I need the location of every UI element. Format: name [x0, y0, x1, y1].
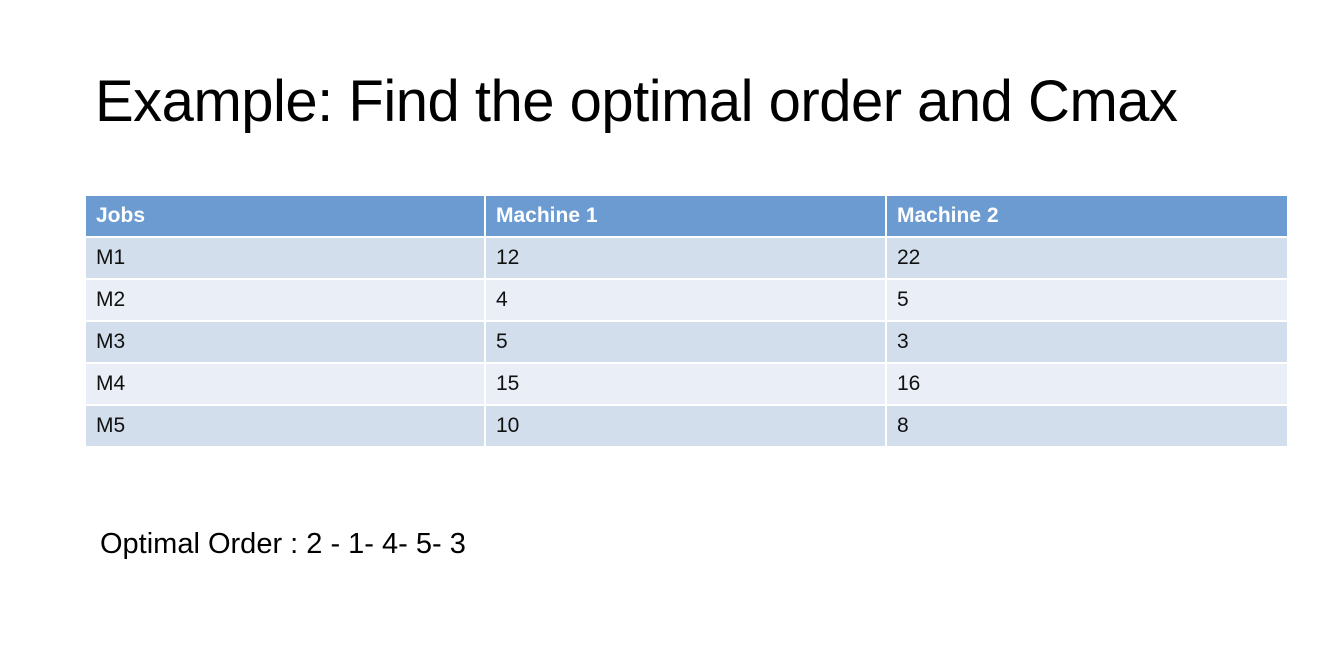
jobs-machines-table: Jobs Machine 1 Machine 2 M1 12 22 M2 4 5… [84, 194, 1289, 448]
machine-1-cell: 5 [484, 320, 887, 364]
job-cell: M4 [84, 362, 486, 406]
job-cell: M5 [84, 404, 486, 448]
machine-1-cell: 15 [484, 362, 887, 406]
optimal-order-text: Optimal Order : 2 - 1- 4- 5- 3 [100, 528, 466, 560]
table-row: M1 12 22 [84, 236, 1289, 280]
job-cell: M3 [84, 320, 486, 364]
machine-2-cell: 8 [885, 404, 1289, 448]
table-header-row: Jobs Machine 1 Machine 2 [84, 194, 1289, 238]
header-machine-1: Machine 1 [484, 194, 887, 238]
slide-title: Example: Find the optimal order and Cmax [95, 69, 1178, 134]
table-row: M3 5 3 [84, 320, 1289, 364]
job-cell: M1 [84, 236, 486, 280]
table-row: M5 10 8 [84, 404, 1289, 448]
machine-1-cell: 10 [484, 404, 887, 448]
table-row: M2 4 5 [84, 278, 1289, 322]
header-machine-2: Machine 2 [885, 194, 1289, 238]
machine-2-cell: 22 [885, 236, 1289, 280]
job-cell: M2 [84, 278, 486, 322]
machine-1-cell: 12 [484, 236, 887, 280]
machine-2-cell: 3 [885, 320, 1289, 364]
machine-1-cell: 4 [484, 278, 887, 322]
header-jobs: Jobs [84, 194, 486, 238]
machine-2-cell: 5 [885, 278, 1289, 322]
table-row: M4 15 16 [84, 362, 1289, 406]
machine-2-cell: 16 [885, 362, 1289, 406]
